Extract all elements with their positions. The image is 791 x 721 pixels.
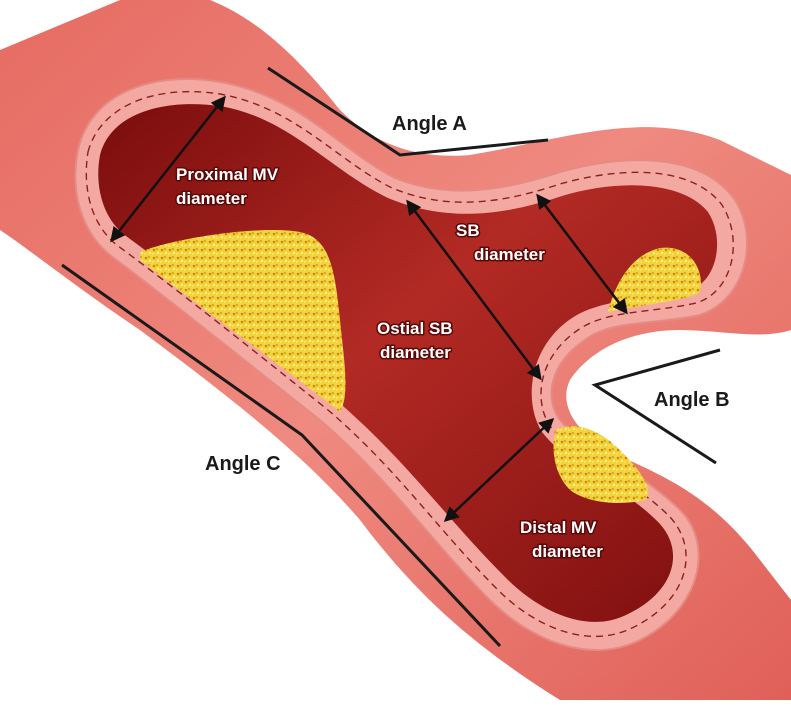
ostial-sb-label-line1: Ostial SB bbox=[377, 319, 453, 338]
angle-a-label: Angle A bbox=[392, 113, 467, 135]
sb-label-line1: SB bbox=[456, 221, 480, 240]
sb-label-line2: diameter bbox=[474, 245, 545, 264]
proximal-mv-label-line1: Proximal MV bbox=[176, 165, 279, 184]
angle-b-label: Angle B bbox=[654, 389, 730, 411]
distal-mv-label-line1: Distal MV bbox=[520, 518, 597, 537]
distal-mv-label-line2: diameter bbox=[532, 542, 603, 561]
angle-c-label: Angle C bbox=[205, 453, 281, 475]
proximal-mv-label-line2: diameter bbox=[176, 189, 247, 208]
ostial-sb-label-line2: diameter bbox=[380, 343, 451, 362]
